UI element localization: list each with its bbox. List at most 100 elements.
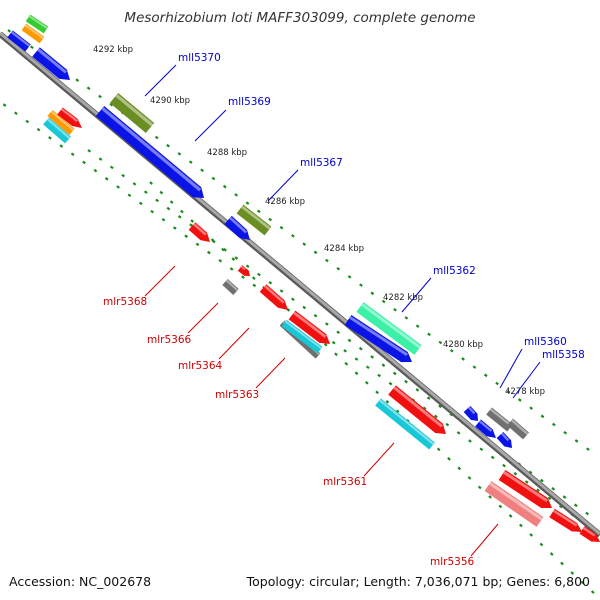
gene-block-highlight bbox=[225, 279, 239, 292]
gene-block-body bbox=[188, 222, 210, 242]
gene-block-highlight bbox=[489, 482, 543, 521]
gene-block-highlight bbox=[37, 48, 67, 74]
gene-block[interactable] bbox=[7, 30, 31, 52]
gene-block-highlight bbox=[115, 94, 154, 127]
gene-block-body bbox=[496, 431, 512, 448]
gene-block[interactable] bbox=[375, 398, 435, 450]
gene-block-highlight bbox=[467, 406, 476, 415]
gene-block-body bbox=[222, 279, 239, 295]
gene-block-highlight bbox=[582, 527, 596, 537]
gene-block[interactable] bbox=[496, 431, 512, 448]
gene-block-highlight bbox=[263, 284, 285, 304]
gene-block-highlight bbox=[500, 432, 510, 442]
gene-block-highlight bbox=[478, 420, 493, 432]
gene-block-highlight bbox=[293, 311, 327, 338]
leader-line bbox=[218, 327, 250, 360]
gene-label-mlr5368[interactable]: mlr5368 bbox=[103, 296, 147, 308]
gene-block-highlight bbox=[552, 509, 578, 527]
gene-block-highlight bbox=[60, 108, 78, 123]
kbp-tick-label: 4282 kbp bbox=[383, 293, 423, 303]
gene-block[interactable] bbox=[579, 526, 600, 542]
gene-block-highlight bbox=[489, 408, 513, 427]
gene-block-highlight bbox=[101, 107, 202, 192]
gene-block-body bbox=[236, 204, 272, 236]
gene-block-highlight bbox=[46, 118, 71, 139]
gene-block[interactable] bbox=[224, 215, 250, 240]
gene-block[interactable] bbox=[222, 279, 239, 295]
gene-block-body bbox=[498, 469, 552, 509]
kbp-tick-label: 4280 kbp bbox=[443, 340, 483, 350]
gene-label-mll5369[interactable]: mll5369 bbox=[228, 96, 271, 108]
gene-block-body bbox=[579, 526, 600, 542]
gene-block-body bbox=[47, 109, 75, 136]
gene-block[interactable] bbox=[356, 302, 422, 355]
leader-line bbox=[267, 169, 299, 202]
gene-block-highlight bbox=[502, 470, 548, 503]
gene-block-highlight bbox=[28, 15, 48, 30]
gene-block[interactable] bbox=[237, 265, 250, 276]
gene-block[interactable] bbox=[32, 47, 70, 80]
gene-block-body bbox=[109, 93, 155, 133]
gene-block-body bbox=[463, 405, 478, 421]
gene-block-body bbox=[475, 419, 496, 438]
gene-block-highlight bbox=[240, 265, 246, 271]
gene-block[interactable] bbox=[388, 385, 446, 434]
gene-block[interactable] bbox=[57, 107, 82, 128]
gene-block[interactable] bbox=[259, 284, 288, 310]
gene-block[interactable] bbox=[463, 405, 478, 421]
gene-block[interactable] bbox=[109, 93, 155, 133]
gene-block[interactable] bbox=[21, 23, 45, 44]
gene-block[interactable] bbox=[281, 319, 323, 354]
gene-block[interactable] bbox=[188, 222, 210, 242]
gene-block-highlight bbox=[284, 320, 322, 350]
gene-block[interactable] bbox=[498, 469, 552, 509]
gene-label-mll5362[interactable]: mll5362 bbox=[433, 265, 476, 277]
kbp-tick-label: 4286 kbp bbox=[265, 197, 305, 207]
gene-block-body bbox=[95, 106, 204, 198]
kbp-tick-label: 4288 kbp bbox=[207, 148, 247, 158]
gene-block-body bbox=[7, 30, 31, 52]
gene-block-body bbox=[32, 47, 70, 80]
gene-block-highlight bbox=[361, 303, 421, 349]
gene-label-mll5360[interactable]: mll5360 bbox=[524, 336, 567, 348]
gene-block-highlight bbox=[510, 419, 529, 435]
gene-block-highlight bbox=[348, 315, 408, 357]
gene-block[interactable] bbox=[344, 314, 412, 363]
dotted-track-3 bbox=[149, 181, 597, 596]
leader-line bbox=[499, 348, 523, 389]
gene-block-body bbox=[486, 407, 513, 432]
gene-block[interactable] bbox=[288, 310, 330, 344]
gene-label-mll5370[interactable]: mll5370 bbox=[178, 52, 221, 64]
gene-label-mll5358[interactable]: mll5358 bbox=[542, 349, 585, 361]
dotted-track-0 bbox=[7, 29, 597, 456]
gene-block[interactable] bbox=[507, 418, 529, 440]
gene-label-mlr5356[interactable]: mlr5356 bbox=[430, 556, 475, 568]
gene-label-mlr5366[interactable]: mlr5366 bbox=[147, 334, 192, 346]
gene-label-mlr5361[interactable]: mlr5361 bbox=[323, 476, 367, 488]
gene-block[interactable] bbox=[475, 419, 496, 438]
leader-line bbox=[194, 109, 227, 142]
gene-block[interactable] bbox=[486, 407, 513, 432]
gene-block-body bbox=[388, 385, 446, 434]
gene-block[interactable] bbox=[95, 106, 204, 198]
gene-block[interactable] bbox=[549, 508, 582, 532]
gene-block-body bbox=[344, 314, 412, 363]
gene-block[interactable] bbox=[43, 117, 71, 144]
gene-block-highlight bbox=[50, 110, 75, 132]
kbp-tick-label: 4284 kbp bbox=[324, 244, 364, 254]
genome-summary-text: Topology: circular; Length: 7,036,071 bp… bbox=[246, 574, 590, 589]
gene-block[interactable] bbox=[47, 109, 75, 136]
gene-block-highlight bbox=[24, 24, 44, 40]
gene-block-body bbox=[57, 107, 82, 128]
gene-label-mlr5363[interactable]: mlr5363 bbox=[215, 389, 259, 401]
gene-block[interactable] bbox=[25, 14, 49, 34]
leader-line bbox=[401, 277, 432, 313]
gene-block-highlight bbox=[378, 399, 435, 445]
gene-label-mll5367[interactable]: mll5367 bbox=[300, 157, 343, 169]
leader-line bbox=[144, 64, 177, 97]
gene-block[interactable] bbox=[484, 481, 544, 527]
gene-label-mlr5364[interactable]: mlr5364 bbox=[178, 360, 223, 372]
gene-block[interactable] bbox=[236, 204, 272, 236]
leader-line bbox=[512, 361, 541, 399]
